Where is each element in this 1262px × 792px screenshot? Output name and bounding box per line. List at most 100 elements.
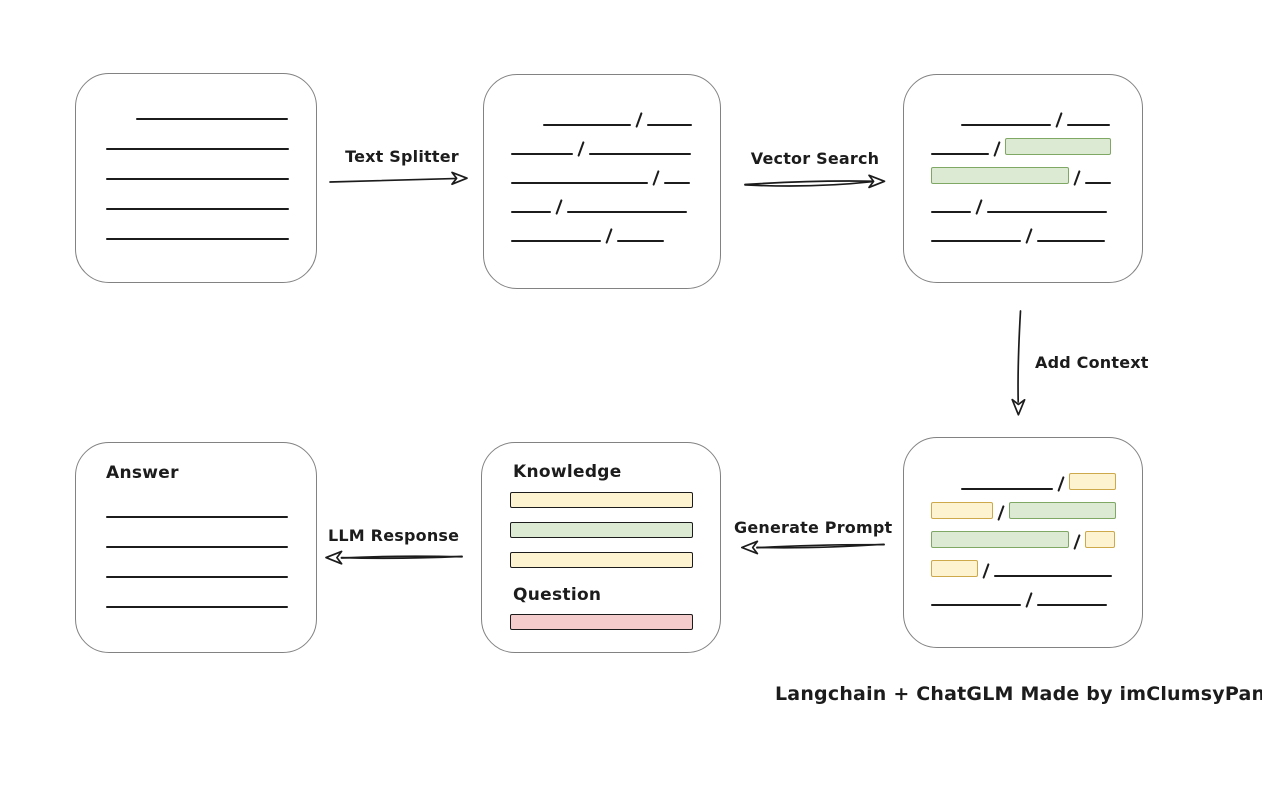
green-highlight-bar	[1009, 502, 1117, 519]
slash-separator	[1057, 476, 1065, 492]
slash-separator	[997, 505, 1005, 521]
generate-prompt-arrow	[740, 540, 885, 555]
text-row	[931, 559, 1142, 579]
text-row	[931, 530, 1142, 550]
answer-text-line	[106, 606, 288, 608]
redacted-text-line	[664, 182, 691, 184]
redacted-text-line	[961, 488, 1053, 490]
redacted-text-line	[511, 153, 573, 155]
text-row	[931, 195, 1142, 215]
redacted-text-line	[136, 118, 288, 120]
text-row	[511, 195, 720, 215]
redacted-text-line	[1037, 604, 1108, 606]
answer-text-line	[106, 576, 288, 578]
redacted-text-line	[511, 240, 601, 242]
add-context-arrow	[1011, 310, 1026, 416]
generate-prompt-label: Generate Prompt	[734, 518, 893, 537]
answer-box: Answer	[75, 442, 317, 653]
llm-response-arrow	[325, 550, 463, 565]
llm-response-label: LLM Response	[328, 526, 460, 545]
slash-separator	[1025, 592, 1033, 608]
slash-separator	[993, 141, 1001, 157]
redacted-text-line	[931, 211, 971, 213]
yellow-highlight-bar	[1069, 473, 1117, 490]
slash-separator	[577, 141, 585, 157]
text-row	[511, 137, 720, 157]
redacted-text-line	[106, 238, 289, 240]
redacted-text-line	[931, 604, 1021, 606]
redacted-text-line	[106, 208, 289, 210]
redacted-text-line	[931, 240, 1021, 242]
slash-separator	[1055, 112, 1063, 128]
green-prompt-bar	[510, 522, 693, 538]
text-row	[511, 166, 720, 186]
yellow-highlight-bar	[931, 502, 993, 519]
text-row	[931, 224, 1142, 244]
answer-text-line	[106, 546, 288, 548]
answer-label: Answer	[106, 463, 179, 483]
slash-separator	[982, 563, 990, 579]
text-row	[106, 162, 316, 180]
vector-search-arrow	[744, 174, 886, 189]
context-box	[903, 437, 1143, 648]
redacted-text-line	[961, 124, 1051, 126]
text-row	[931, 137, 1142, 157]
text-row	[511, 224, 720, 244]
redacted-text-line	[987, 211, 1108, 213]
green-highlight-bar	[931, 167, 1069, 184]
red-prompt-bar	[510, 614, 693, 630]
redacted-text-line	[1037, 240, 1106, 242]
redacted-text-line	[931, 153, 989, 155]
yellow-prompt-bar	[510, 552, 693, 568]
question-label: Question	[513, 585, 602, 605]
document-box	[75, 73, 317, 283]
redacted-text-line	[106, 178, 289, 180]
slash-separator	[1073, 534, 1081, 550]
text-row	[106, 132, 316, 150]
question-bars	[510, 614, 720, 630]
yellow-highlight-bar	[931, 560, 978, 577]
diagram-caption: Langchain + ChatGLM Made by imClumsyPand…	[775, 683, 1262, 705]
slash-separator	[975, 199, 983, 215]
redacted-text-line	[511, 182, 648, 184]
text-splitter-label: Text Splitter	[345, 147, 459, 166]
text-row	[961, 108, 1142, 128]
answer-text-line	[106, 516, 288, 518]
prompt-box: Knowledge Question	[481, 442, 721, 653]
text-row	[106, 192, 316, 210]
text-row	[106, 222, 316, 240]
yellow-highlight-bar	[1085, 531, 1116, 548]
knowledge-label: Knowledge	[513, 462, 622, 482]
yellow-prompt-bar	[510, 492, 693, 508]
slash-separator	[652, 170, 660, 186]
redacted-text-line	[543, 124, 631, 126]
text-row	[931, 501, 1142, 521]
text-row	[543, 108, 720, 128]
slash-separator	[1073, 170, 1081, 186]
add-context-label: Add Context	[1035, 353, 1149, 372]
green-highlight-bar	[1005, 138, 1112, 155]
answer-lines	[106, 516, 316, 608]
redacted-text-line	[106, 148, 289, 150]
text-splitter-arrow	[329, 171, 468, 186]
redacted-text-line	[511, 211, 551, 213]
knowledge-bars	[510, 492, 720, 568]
vector-matches-box	[903, 74, 1143, 283]
text-row	[136, 102, 316, 120]
text-row	[931, 166, 1142, 186]
redacted-text-line	[567, 211, 688, 213]
vector-search-label: Vector Search	[750, 149, 880, 168]
slash-separator	[555, 199, 563, 215]
slash-separator	[605, 228, 613, 244]
redacted-text-line	[589, 153, 692, 155]
text-row	[931, 588, 1142, 608]
slash-separator	[1025, 228, 1033, 244]
redacted-text-line	[994, 575, 1113, 577]
green-highlight-bar	[931, 531, 1069, 548]
text-row	[961, 472, 1142, 492]
redacted-text-line	[617, 240, 665, 242]
slash-separator	[635, 112, 643, 128]
split-chunks-box	[483, 74, 721, 289]
redacted-text-line	[647, 124, 693, 126]
